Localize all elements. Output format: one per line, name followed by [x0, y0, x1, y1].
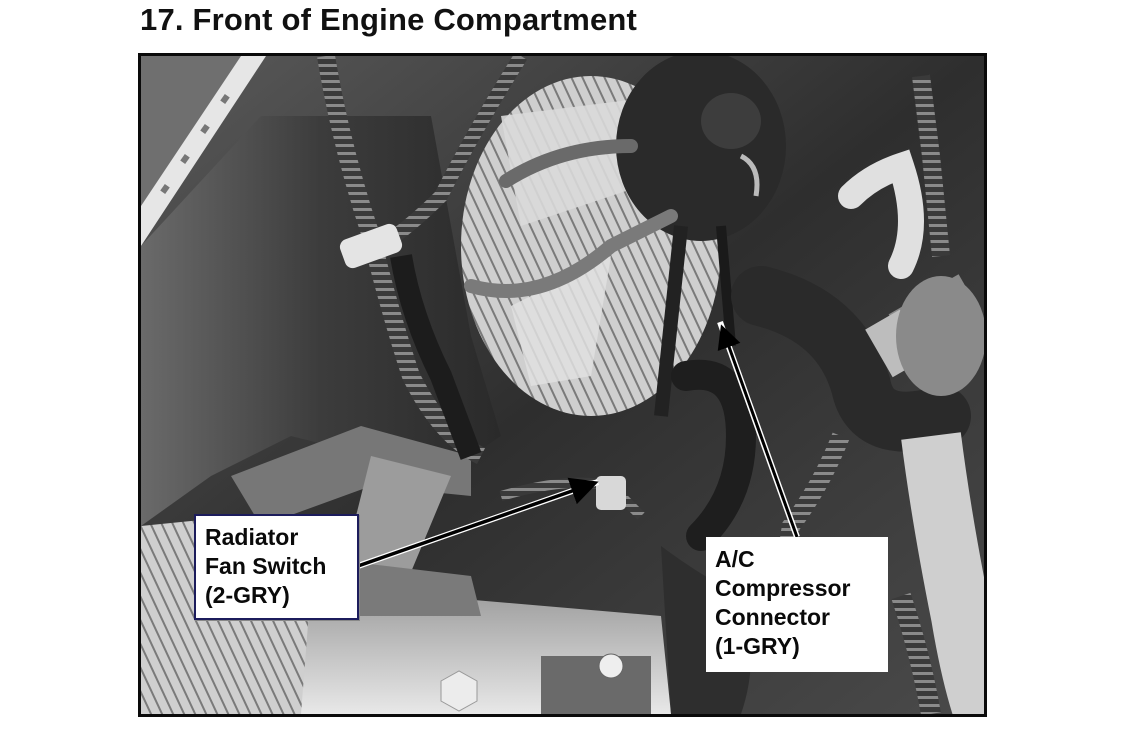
callout-line: Fan Switch: [205, 553, 327, 579]
callout-line: (2-GRY): [205, 582, 290, 608]
callout-line: (1-GRY): [715, 633, 800, 659]
page-title: 17. Front of Engine Compartment: [140, 2, 638, 37]
radiator-fan-switch-label: Radiator Fan Switch (2-GRY): [194, 514, 359, 620]
callout-line: Compressor: [715, 575, 851, 601]
ac-compressor-connector-label: A/C Compressor Connector (1-GRY): [706, 537, 888, 672]
callout-line: Connector: [715, 604, 830, 630]
callout-line: A/C: [715, 546, 755, 572]
callout-line: Radiator: [205, 524, 299, 550]
